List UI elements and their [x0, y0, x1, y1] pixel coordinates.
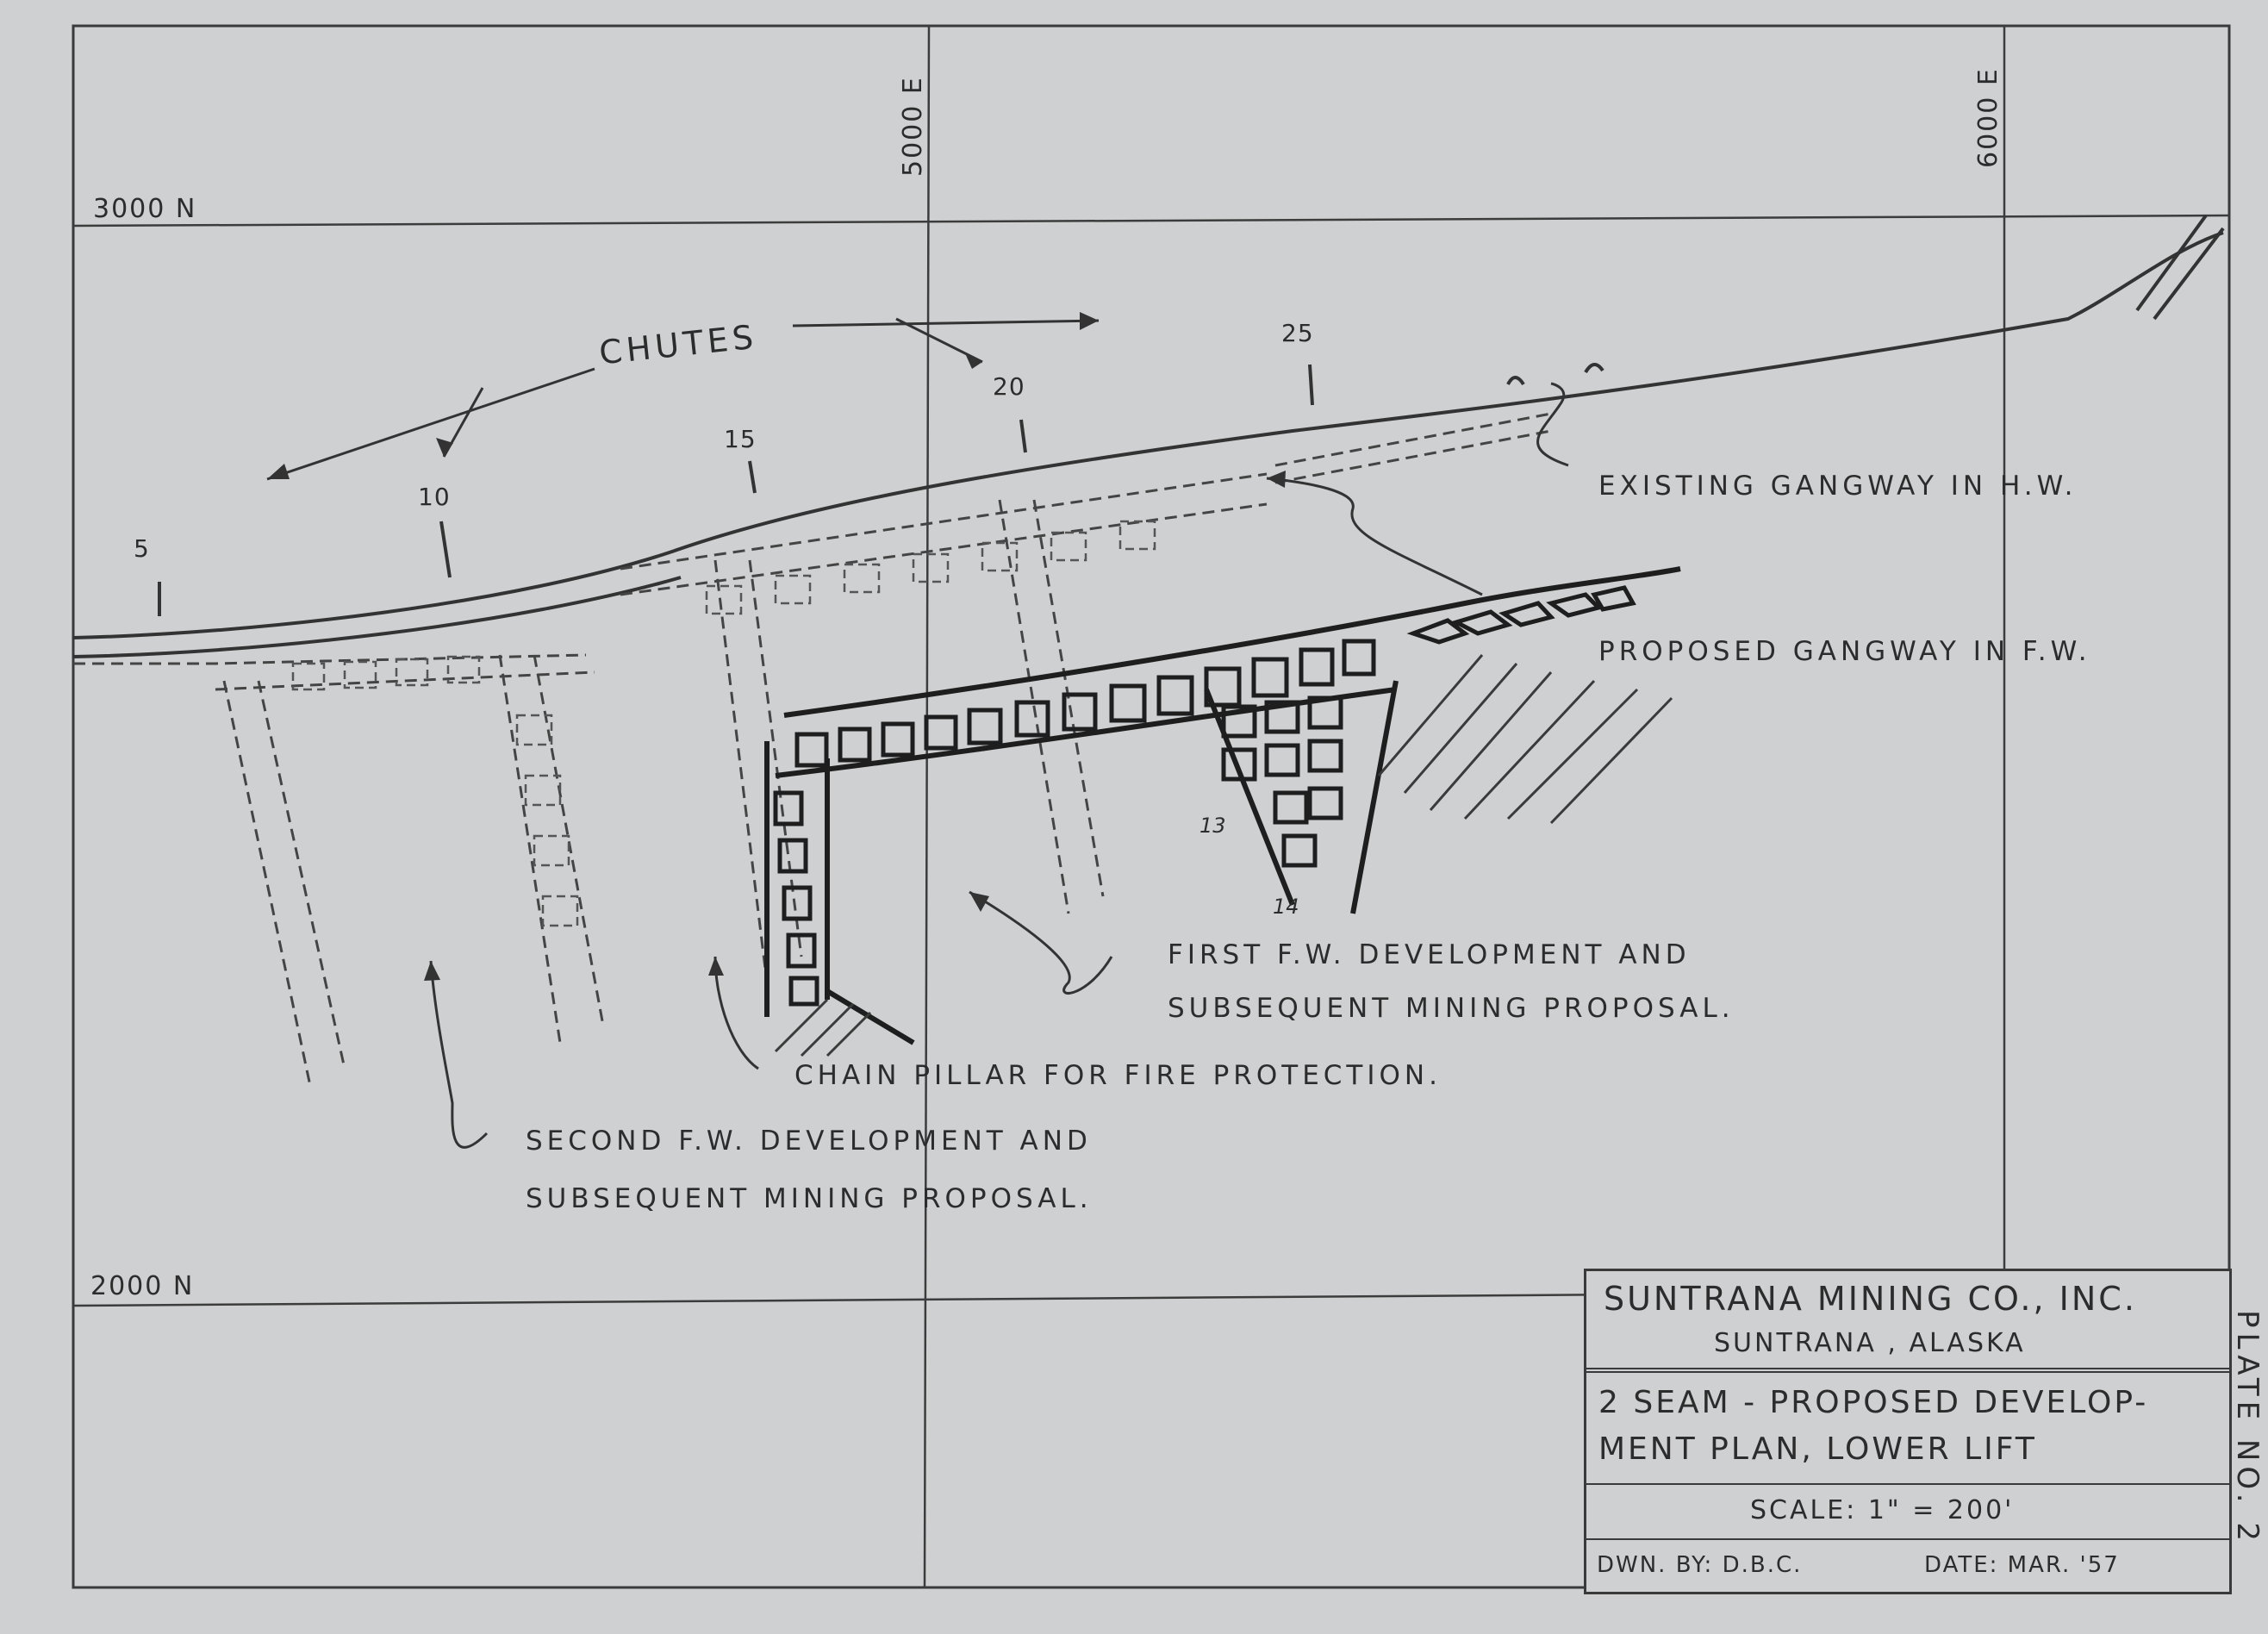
pillar-number-14: 14 [1273, 895, 1299, 919]
title-block-title-row: 2 SEAM - PROPOSED DEVELOP- MENT PLAN, LO… [1586, 1371, 2229, 1485]
title-block-scale-row: SCALE: 1" = 200' [1586, 1483, 2229, 1540]
proposed-gangway-label: PROPOSED GANGWAY IN F.W. [1598, 636, 2091, 667]
drawing-title-line2: MENT PLAN, LOWER LIFT [1598, 1431, 2037, 1467]
grid-label-6000e: 6000 E [1973, 67, 2003, 168]
pillar-number-13: 13 [1199, 814, 1226, 838]
chute-number-25: 25 [1281, 319, 1314, 347]
grid-label-2000n: 2000 N [90, 1271, 195, 1301]
chutes-arrow-3 [792, 319, 1100, 327]
proposed-pillars [773, 585, 1636, 1007]
drawing-title-line1: 2 SEAM - PROPOSED DEVELOP- [1598, 1385, 2149, 1420]
chute-number-15: 15 [724, 425, 757, 453]
chute-number-10: 10 [418, 483, 451, 511]
leader-arrows [266, 317, 1569, 1149]
title-block-credits-row: DWN. BY: D.B.C. DATE: MAR. '57 [1586, 1540, 2229, 1590]
drawing-date: DATE: MAR. '57 [1924, 1552, 2120, 1578]
second-fw-arrow [429, 960, 489, 1149]
drawing-frame [72, 24, 2231, 1589]
second-fw-label-line1: SECOND F.W. DEVELOPMENT AND [526, 1126, 1092, 1157]
drawing-scale: SCALE: 1" = 200' [1750, 1495, 2015, 1525]
grid-line-5000e [923, 25, 931, 1588]
chain-pillar-label: CHAIN PILLAR FOR FIRE PROTECTION. [794, 1060, 1442, 1091]
old-workings [73, 412, 1552, 1087]
existing-gangway [72, 214, 2225, 658]
existing-gangway-arrow [1536, 382, 1569, 467]
grid-label-3000n: 3000 N [93, 194, 197, 224]
caved-area-hatching [774, 654, 1673, 1057]
chutes-arrow-1 [266, 367, 595, 481]
company-location: SUNTRANA , ALASKA [1714, 1328, 2026, 1358]
grid-label-5000e: 5000 E [898, 76, 928, 177]
company-name: SUNTRANA MINING CO., INC. [1604, 1280, 2137, 1318]
first-fw-label-line2: SUBSEQUENT MINING PROPOSAL. [1168, 993, 1735, 1024]
chute-number-20: 20 [993, 372, 1025, 401]
existing-gangway-label: EXISTING GANGWAY IN H.W. [1598, 471, 2078, 502]
chutes-arrow-4 [895, 317, 983, 364]
old-pillars [291, 520, 1156, 927]
grid-line-3000n [72, 214, 2230, 228]
first-fw-label-line1: FIRST F.W. DEVELOPMENT AND [1168, 939, 1691, 970]
arrow-heads [267, 312, 1286, 981]
first-fw-arrow [969, 890, 1113, 995]
drawn-by: DWN. BY: D.B.C. [1597, 1552, 1803, 1578]
proposed-development [764, 566, 1681, 1045]
second-fw-label-line2: SUBSEQUENT MINING PROPOSAL. [526, 1183, 1093, 1214]
plate-number: PLATE NO. 2 [2230, 1310, 2265, 1546]
title-block: SUNTRANA MINING CO., INC. SUNTRANA , ALA… [1584, 1269, 2232, 1594]
proposed-gangway-arrow [1266, 477, 1483, 596]
chute-ticks [158, 364, 1314, 616]
chute-number-5: 5 [134, 534, 150, 563]
title-block-company-row: SUNTRANA MINING CO., INC. SUNTRANA , ALA… [1586, 1271, 2229, 1369]
